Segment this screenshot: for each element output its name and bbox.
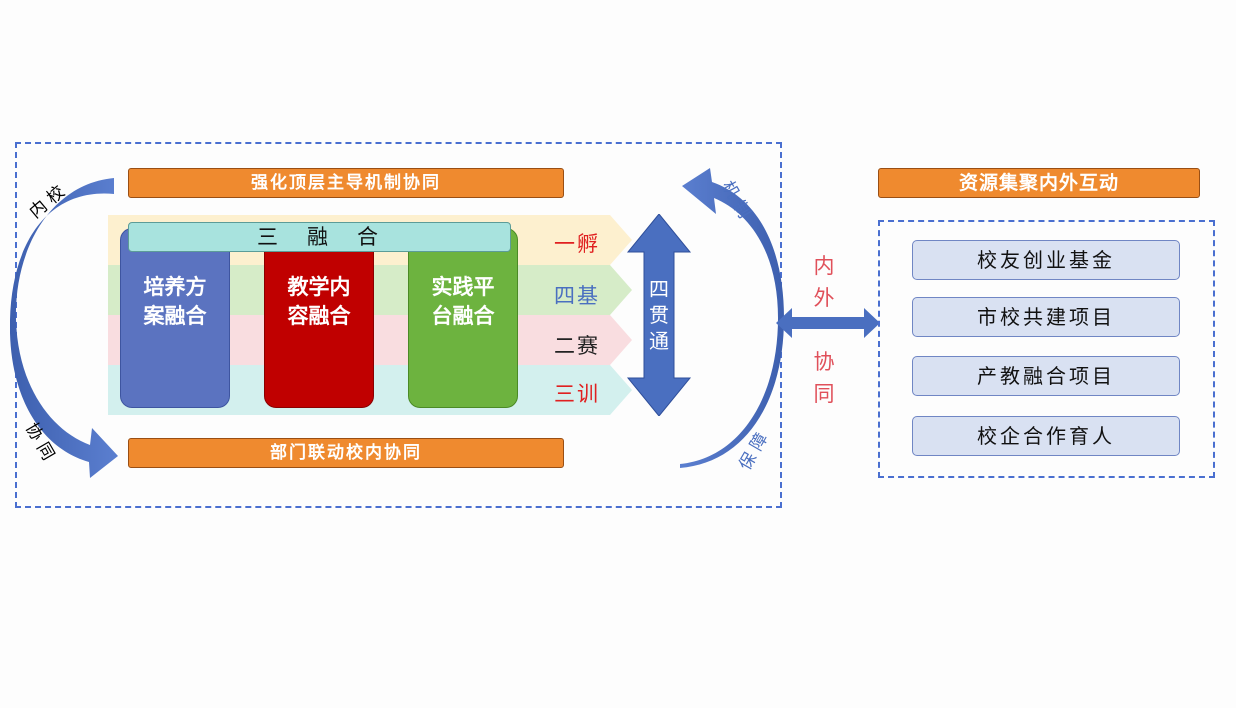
three-integration-header: 三 融 合 [128,222,511,252]
row-label-two-contests: 二赛 [554,334,600,358]
resource-item-city-school: 市校共建项目 [912,297,1180,337]
through-label-text: 四贯通 [649,277,669,353]
resource-title-bar: 资源集聚内外互动 [878,168,1200,198]
row-label-three-trainings: 三训 [554,382,600,406]
inner-outer-double-arrow [776,308,880,338]
inner-outer-char-4: 同 [813,382,835,406]
row-label-four-bases: 四基 [554,284,600,308]
pillar-practice-platform: 实践平 台融合 [408,228,518,408]
resource-item-industry-education: 产教融合项目 [912,356,1180,396]
inner-outer-char-3: 协 [813,350,835,374]
pillar-teaching-content: 教学内 容融合 [264,228,374,408]
inner-outer-char-1: 内 [813,254,835,278]
resource-item-school-enterprise: 校企合作育人 [912,416,1180,456]
pillar-text: 容融合 [287,304,351,328]
pillar-text: 台融合 [431,304,495,328]
row-label-incubate: 一孵 [554,232,600,256]
inner-outer-char-2: 外 [813,286,835,310]
pillar-text: 教学内 [287,275,351,299]
through-double-arrow [626,214,692,416]
resource-item-alumni-fund: 校友创业基金 [912,240,1180,280]
through-label: 四贯通 [648,276,670,354]
left-arc-arrow [10,178,118,478]
top-mechanism-bar: 强化顶层主导机制协同 [128,168,564,198]
pillar-text: 案融合 [143,304,207,328]
pillar-text: 培养方 [143,275,207,299]
right-panel-frame [878,220,1215,478]
pillar-text: 实践平 [431,275,495,299]
pillar-training-plan: 培养方 案融合 [120,228,230,408]
bottom-department-bar: 部门联动校内协同 [128,438,564,468]
